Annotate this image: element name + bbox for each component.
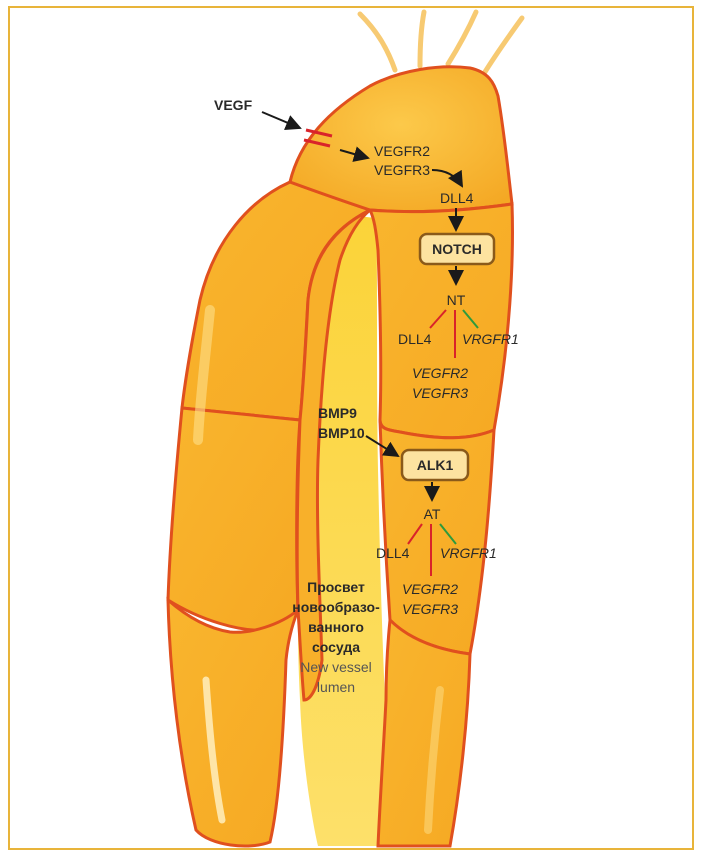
dll4-at-label: DLL4 [376, 545, 410, 561]
lumen-ru-line-1: Просвет [307, 579, 365, 595]
notch-label: NOTCH [432, 241, 482, 257]
vrgfr1-nt-label: VRGFR1 [462, 331, 519, 347]
dll4-nt-label: DLL4 [398, 331, 432, 347]
lumen-en-line-1: New vessel [300, 659, 372, 675]
vegfr3-at-label: VEGFR3 [402, 601, 458, 617]
vegfr2-at-label: VEGFR2 [402, 581, 458, 597]
lumen-ru-line-3: ванного [308, 619, 364, 635]
vegfr3-nt-label: VEGFR3 [412, 385, 468, 401]
dll4-tip-label: DLL4 [440, 190, 474, 206]
lumen-ru-line-2: новообразо- [292, 599, 380, 615]
left-cell-lower [168, 600, 298, 846]
at-label: AT [424, 506, 441, 522]
vegfr2-label: VEGFR2 [374, 143, 430, 159]
vegf-label: VEGF [214, 97, 253, 113]
left-cell-middle [168, 408, 300, 630]
bmp10-label: BMP10 [318, 425, 365, 441]
vegf-arrow [262, 112, 300, 128]
vrgfr1-at-label: VRGFR1 [440, 545, 497, 561]
nt-label: NT [447, 292, 466, 308]
right-bottom-cell [378, 620, 470, 846]
bmp9-label: BMP9 [318, 405, 357, 421]
vegfr3-label: VEGFR3 [374, 162, 430, 178]
vegfr2-nt-label: VEGFR2 [412, 365, 468, 381]
alk1-label: ALK1 [417, 457, 454, 473]
lumen-en-line-2: lumen [317, 679, 355, 695]
lumen-ru-line-4: сосуда [312, 639, 360, 655]
tip-cell [290, 67, 512, 212]
